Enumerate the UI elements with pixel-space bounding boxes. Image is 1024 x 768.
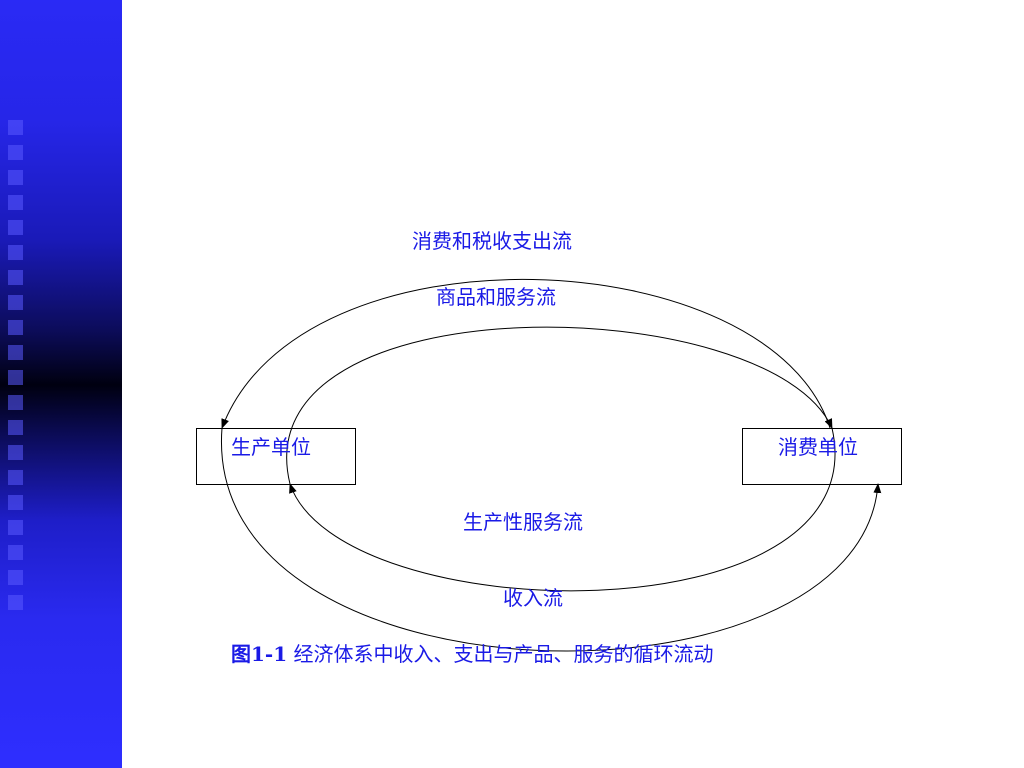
decorative-tile <box>8 120 23 135</box>
side-decoration-bar <box>0 0 122 768</box>
producer-label: 生产单位 <box>231 435 311 459</box>
inner-flow-bottom-arc <box>289 427 836 592</box>
figure-number: 图1-1 <box>231 642 288 666</box>
income-flow-label: 收入流 <box>503 586 563 610</box>
consumer-box <box>742 428 902 485</box>
producer-box <box>196 428 356 485</box>
figure-caption: 图1-1 经济体系中收入、支出与产品、服务的循环流动 <box>231 644 714 664</box>
inner-flow-top-arc <box>286 326 833 485</box>
spend-tax-flow-label: 消费和税收支出流 <box>412 229 572 253</box>
decorative-tile <box>8 195 23 210</box>
consumer-label: 消费单位 <box>778 435 858 459</box>
decorative-tile <box>8 395 23 410</box>
decorative-tile <box>8 270 23 285</box>
decorative-tile <box>8 220 23 235</box>
decorative-tile <box>8 370 23 385</box>
decorative-tile <box>8 245 23 260</box>
productive-service-flow-label: 生产性服务流 <box>463 510 583 534</box>
outer-flow-top-arc <box>221 279 831 429</box>
decorative-tile <box>8 145 23 160</box>
decorative-tile <box>8 445 23 460</box>
decorative-tile <box>8 295 23 310</box>
decorative-tile <box>8 495 23 510</box>
outer-flow-bottom-arc <box>221 427 882 652</box>
decorative-tile <box>8 595 23 610</box>
decorative-tile <box>8 170 23 185</box>
decorative-tile <box>8 545 23 560</box>
goods-service-flow-label: 商品和服务流 <box>436 285 556 309</box>
decorative-tile <box>8 420 23 435</box>
figure-caption-text: 经济体系中收入、支出与产品、服务的循环流动 <box>287 642 714 666</box>
decorative-tile <box>8 345 23 360</box>
decorative-tile <box>8 320 23 335</box>
decorative-tile <box>8 470 23 485</box>
decorative-tile-column <box>8 120 24 620</box>
decorative-tile <box>8 520 23 535</box>
decorative-tile <box>8 570 23 585</box>
